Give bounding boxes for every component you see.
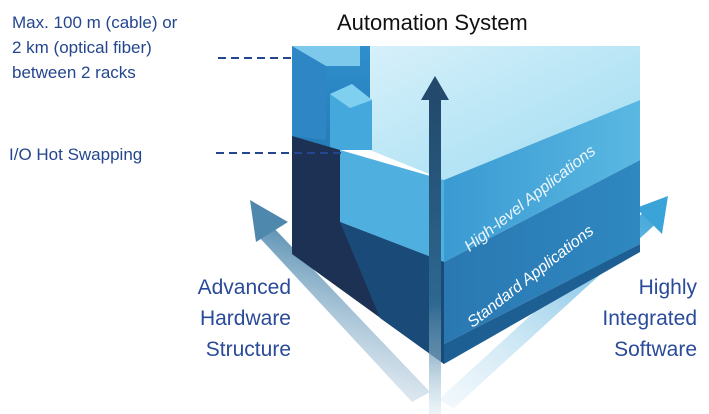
software-axis-line: Software: [614, 338, 697, 361]
block-mid-face: [340, 150, 444, 262]
standard-layer: [444, 160, 640, 344]
block-base-front: [340, 222, 444, 364]
tower-step-top: [330, 84, 372, 108]
hot-swap-note: I/O Hot Swapping: [9, 145, 143, 164]
distance-note-line: between 2 racks: [12, 63, 136, 82]
software-axis-line: Integrated: [602, 307, 697, 330]
block-right-bottom: [444, 244, 640, 364]
diagram-title: Automation System: [337, 10, 528, 35]
high-level-layer: [444, 100, 640, 262]
software-axis-label: Highly Integrated Software: [602, 272, 697, 365]
distance-note-line: 2 km (optical fiber): [12, 38, 152, 57]
tower-top-light: [292, 46, 360, 66]
distance-note-line: Max. 100 m (cable) or: [12, 13, 178, 32]
hardware-axis-line: Structure: [205, 338, 291, 361]
hardware-axis-line: Hardware: [199, 307, 291, 330]
distance-note: Max. 100 m (cable) or 2 km (optical fibe…: [12, 10, 177, 85]
tower-upper: [292, 46, 326, 140]
center-arrow: [421, 76, 449, 414]
software-axis-line: Highly: [638, 276, 697, 299]
hardware-axis-label: Advanced Hardware Structure: [198, 272, 291, 365]
hardware-axis-line: Advanced: [197, 276, 291, 299]
hardware-arrow: [250, 200, 430, 402]
